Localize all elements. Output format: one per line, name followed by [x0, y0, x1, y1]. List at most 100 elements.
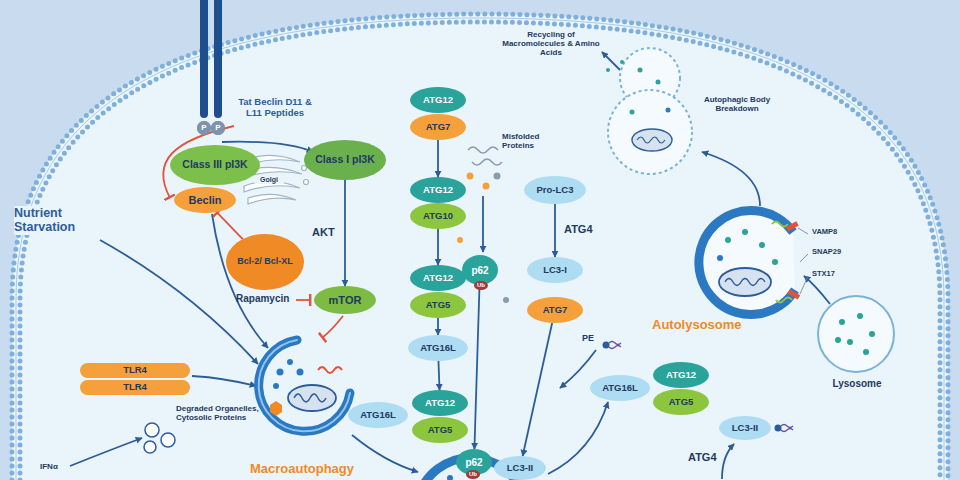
atg-node: ATG7	[527, 297, 583, 323]
node-text: TLR4	[123, 365, 147, 375]
node-text: Pro-LC3	[537, 185, 574, 195]
organelle-label: Lysosome	[822, 378, 892, 390]
stage-label: Macroautophagy	[250, 462, 370, 477]
pathway-arrow	[474, 285, 479, 449]
pathway-arrow	[437, 140, 439, 177]
node-text: ATG16L	[420, 343, 456, 353]
atg-node: ATG16L	[348, 402, 408, 428]
process-note: Autophagic Body Breakdown	[700, 95, 774, 113]
phagophore	[259, 340, 350, 431]
label-text: SNAP29	[812, 247, 841, 256]
receptor-bar: TLR4	[80, 363, 190, 378]
label-text: VAMP8	[812, 227, 837, 236]
snare-label: SNAP29	[812, 248, 862, 257]
pathway-arrow	[344, 180, 346, 286]
label-text: Golgi	[260, 176, 278, 183]
atg-node: ATG12	[410, 265, 466, 291]
pathway-arrow	[437, 318, 439, 335]
atg-node: ATG5	[410, 292, 466, 318]
node-text: Bcl-2/ Bcl-XL	[237, 257, 293, 267]
label-text: P	[201, 123, 206, 132]
stimulus-label: Nutrient Starvation	[14, 206, 104, 235]
ubiquitin-mark: Ub	[466, 470, 480, 479]
label-text: Lysosome	[832, 378, 881, 389]
lc3-node: LC3-II	[494, 456, 546, 480]
cargo-note: Degraded Organelles, Cytosolic Proteins	[176, 404, 260, 422]
node-text: p62	[471, 265, 488, 276]
autolysosome	[699, 210, 808, 314]
node-text: ATG10	[423, 211, 453, 221]
pathway-arrow	[217, 212, 243, 239]
lysosome	[818, 296, 894, 372]
cell-membrane	[12, 14, 948, 480]
organelle-label: Golgi	[254, 176, 284, 184]
protein-label: Misfolded Proteins	[502, 132, 564, 150]
stimulus-label: IFNα	[40, 462, 70, 471]
label-text: Nutrient Starvation	[14, 206, 75, 234]
node-text: Beclin	[188, 194, 221, 206]
label-text: Macroautophagy	[250, 461, 354, 476]
breakdown-vesicle	[606, 48, 692, 174]
receptor-bar: TLR4	[80, 380, 190, 395]
phospho-mark: P	[211, 121, 225, 135]
node-text: ATG5	[426, 300, 451, 310]
kinase-node: Class I pI3K	[304, 140, 387, 180]
node-text: ATG12	[423, 95, 453, 105]
lc3-node: Pro-LC3	[524, 176, 586, 204]
kinase-node: Class III pI3K	[170, 145, 260, 185]
label-text: ATG4	[688, 451, 717, 463]
node-text: ATG16L	[602, 383, 638, 393]
atg-node: ATG12	[410, 177, 466, 203]
node-text: ATG12	[423, 273, 453, 283]
atg-node: ATG7	[410, 114, 466, 140]
pathway-arrow	[437, 229, 439, 265]
drug-label: Rapamycin	[236, 293, 296, 305]
node-text: ATG7	[543, 305, 568, 315]
snare-label: VAMP8	[812, 228, 862, 237]
pathway-arrow	[523, 323, 552, 456]
lc3-node: LC3-I	[527, 257, 583, 283]
phospho-mark: P	[197, 121, 211, 135]
node-text: ATG12	[425, 398, 455, 408]
node-text: mTOR	[329, 294, 362, 306]
atg-node: ATG5	[412, 417, 468, 443]
node-text: Class I pI3K	[315, 154, 375, 166]
edge-label-text: AKT	[312, 226, 335, 238]
label-text: Degraded Organelles, Cytosolic Proteins	[176, 404, 259, 422]
node-text: TLR4	[123, 382, 147, 392]
node-text: LC3-II	[732, 423, 758, 433]
label-text: PE	[582, 333, 594, 343]
edge-label-text: ATG4	[564, 223, 593, 235]
node-text: ATG7	[426, 122, 451, 132]
label-text: Autolysosome	[652, 317, 742, 332]
edge-label: ATG4	[563, 223, 594, 236]
enzyme-label: ATG4	[688, 451, 720, 464]
atg-node: ATG16L	[590, 375, 650, 401]
snare-label: STX17	[812, 270, 862, 279]
label-text: Ub	[477, 282, 485, 288]
atg-node: ATG10	[410, 203, 466, 229]
node-text: ATG5	[669, 397, 694, 407]
stage-label: Autolysosome	[652, 318, 762, 333]
label-text: Tat Beclin D11 & L11 Peptides	[238, 96, 312, 118]
atg-node: ATG5	[653, 389, 709, 415]
node-text: ATG12	[423, 185, 453, 195]
label-text: Autophagic Body Breakdown	[704, 95, 770, 113]
atg-node: ATG16L	[408, 335, 468, 361]
lipid-label: PE	[582, 333, 600, 343]
vesicles	[144, 423, 175, 453]
protein-node: Bcl-2/ Bcl-XL	[226, 234, 304, 290]
pathway-arrows	[70, 52, 830, 479]
node-text: p62	[465, 457, 482, 468]
lipid-anchors	[603, 342, 794, 432]
label-text: P	[215, 123, 220, 132]
atg-node: ATG12	[412, 390, 468, 416]
receptor	[197, 0, 313, 152]
label-text: Recycling of Macromolecules & Amino Acid…	[502, 30, 600, 57]
lc3-node: LC3-II	[719, 416, 771, 440]
